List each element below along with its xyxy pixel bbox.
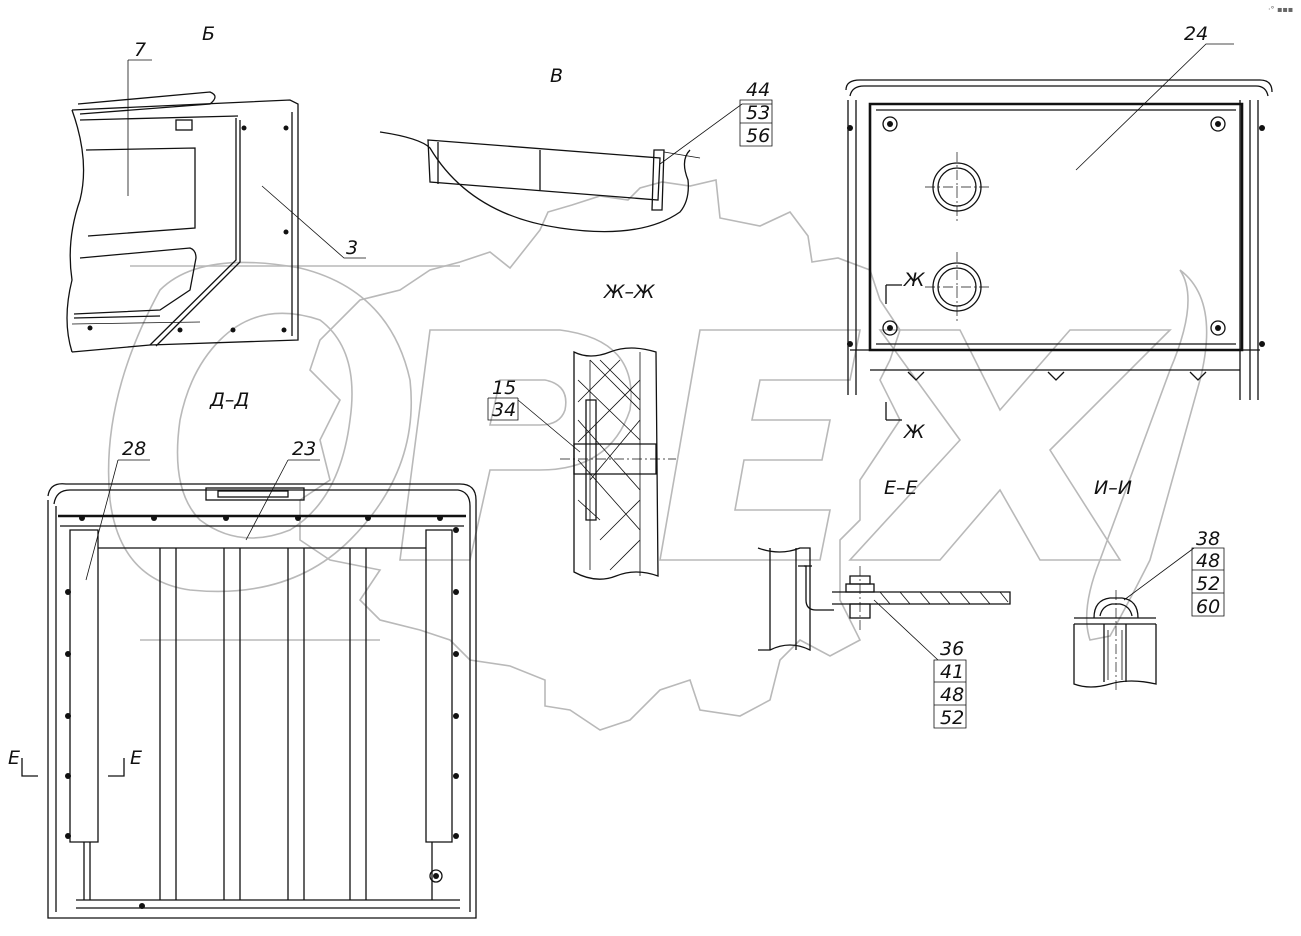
corner-mark: ·° ▪▪▪ bbox=[1268, 5, 1293, 14]
callout-41: 41 bbox=[940, 661, 964, 683]
callout-53: 53 bbox=[746, 102, 770, 124]
view-i-title: И–И bbox=[1094, 477, 1132, 499]
view-zh: Ж–Ж 15 34 bbox=[487, 281, 676, 580]
callout-36: 36 bbox=[940, 638, 964, 660]
callout-34: 34 bbox=[492, 399, 516, 421]
view-e: Е–Е 36 41 48 52 bbox=[757, 477, 1011, 729]
view-e-title: Е–Е bbox=[884, 477, 918, 499]
watermark-letters bbox=[107, 261, 1208, 641]
callout-23: 23 bbox=[292, 438, 316, 460]
callout-52b: 52 bbox=[1196, 573, 1220, 595]
section-e-left: Е bbox=[8, 747, 20, 769]
view-i: И–И 38 48 52 60 bbox=[1073, 477, 1225, 690]
callout-48: 48 bbox=[940, 684, 964, 706]
watermark-gear bbox=[130, 179, 901, 731]
view-top-right: 24 Ж Ж bbox=[845, 23, 1273, 443]
section-zh-bottom: Ж bbox=[903, 421, 926, 443]
callout-48b: 48 bbox=[1196, 550, 1220, 572]
callout-3: 3 bbox=[346, 237, 358, 259]
callout-56: 56 bbox=[746, 125, 770, 147]
callout-15: 15 bbox=[492, 377, 516, 399]
view-d: Д–Д 28 23 Е Е bbox=[8, 389, 477, 919]
section-e-right: Е bbox=[130, 747, 142, 769]
callout-28: 28 bbox=[122, 438, 146, 460]
callout-24: 24 bbox=[1184, 23, 1208, 45]
view-zh-title: Ж–Ж bbox=[603, 281, 656, 303]
callout-44: 44 bbox=[746, 79, 770, 101]
view-b-title: Б bbox=[202, 23, 215, 45]
callout-7: 7 bbox=[134, 39, 146, 61]
callout-60: 60 bbox=[1196, 596, 1220, 618]
callout-52: 52 bbox=[940, 707, 964, 729]
section-zh-top: Ж bbox=[903, 269, 926, 291]
view-v-title: В bbox=[550, 65, 563, 87]
view-v: В 44 53 56 bbox=[379, 65, 773, 233]
view-d-title: Д–Д bbox=[209, 389, 249, 411]
view-b: Б 7 3 bbox=[66, 23, 366, 353]
callout-38: 38 bbox=[1196, 528, 1220, 550]
